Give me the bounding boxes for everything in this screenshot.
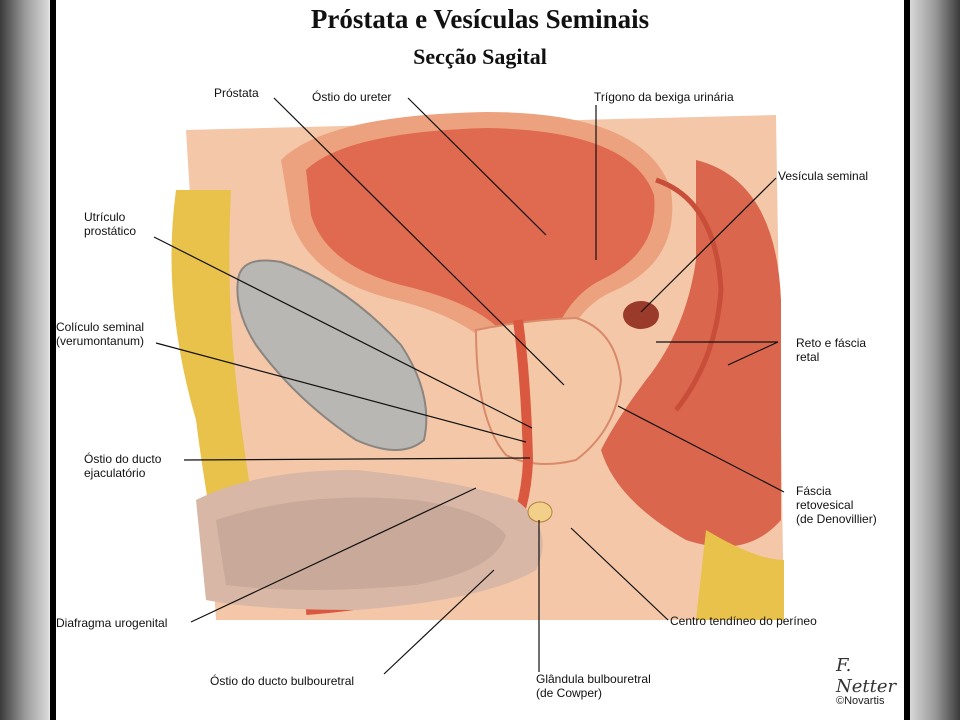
leader-reto-2 [727, 341, 779, 366]
label-prostata: Próstata [214, 86, 259, 100]
prostate-gland [474, 316, 623, 465]
label-ostio-ureter: Óstio do ureter [312, 90, 392, 104]
label-centro: Centro tendíneo do períneo [670, 614, 817, 628]
bulbourethral-gland [527, 501, 553, 523]
leader-ostio-bulbo [383, 569, 495, 675]
fat-layer-right [696, 530, 784, 620]
label-fascia: Fáscia retovesical (de Denovillier) [796, 484, 877, 526]
label-diafragma: Diafragma urogenital [56, 616, 168, 630]
leader-centro [570, 527, 669, 621]
seminal-vesicle [623, 301, 659, 329]
left-frame-bar [50, 0, 56, 720]
leader-ostio-ureter [407, 97, 547, 236]
label-ostio-bulbo: Óstio do ducto bulbouretral [210, 674, 355, 688]
label-glandula: Glândula bulbouretral (de Cowper) [536, 672, 651, 700]
rectum [601, 160, 781, 547]
bladder-lumen [306, 128, 655, 395]
leader-lines [153, 97, 785, 675]
page-subtitle: Secção Sagital [413, 44, 547, 69]
leader-vesicula [640, 177, 777, 313]
label-reto: Reto e fáscia retal [796, 336, 867, 364]
rectal-wall [655, 177, 724, 412]
leader-utriculo [153, 236, 533, 429]
page-title: Próstata e Vesículas Seminais [310, 4, 650, 34]
leader-coliculo [155, 342, 527, 443]
anatomy-illustration [171, 112, 784, 620]
penile-core [216, 497, 506, 590]
leader-prostata [273, 97, 565, 386]
label-utriculo: Utrículo prostático [84, 210, 137, 238]
right-frame-bar [904, 0, 910, 720]
label-vesicula: Vesícula seminal [778, 169, 869, 183]
leader-ostio-ejac [183, 457, 531, 461]
artist-signature: F. Netter [836, 655, 897, 697]
slide: Próstata e Vesículas Seminais Secção Sag… [56, 0, 904, 720]
label-ostio-ejaculatorio: Óstio do ducto ejaculatório [84, 452, 162, 480]
label-coliculo: Colículo seminal (verumontanum) [56, 320, 145, 348]
leader-fascia [617, 405, 785, 493]
label-trigono: Trígono da bexiga urinária [594, 90, 734, 104]
leader-diafragma [190, 487, 477, 623]
copyright: ©Novartis [836, 695, 885, 707]
